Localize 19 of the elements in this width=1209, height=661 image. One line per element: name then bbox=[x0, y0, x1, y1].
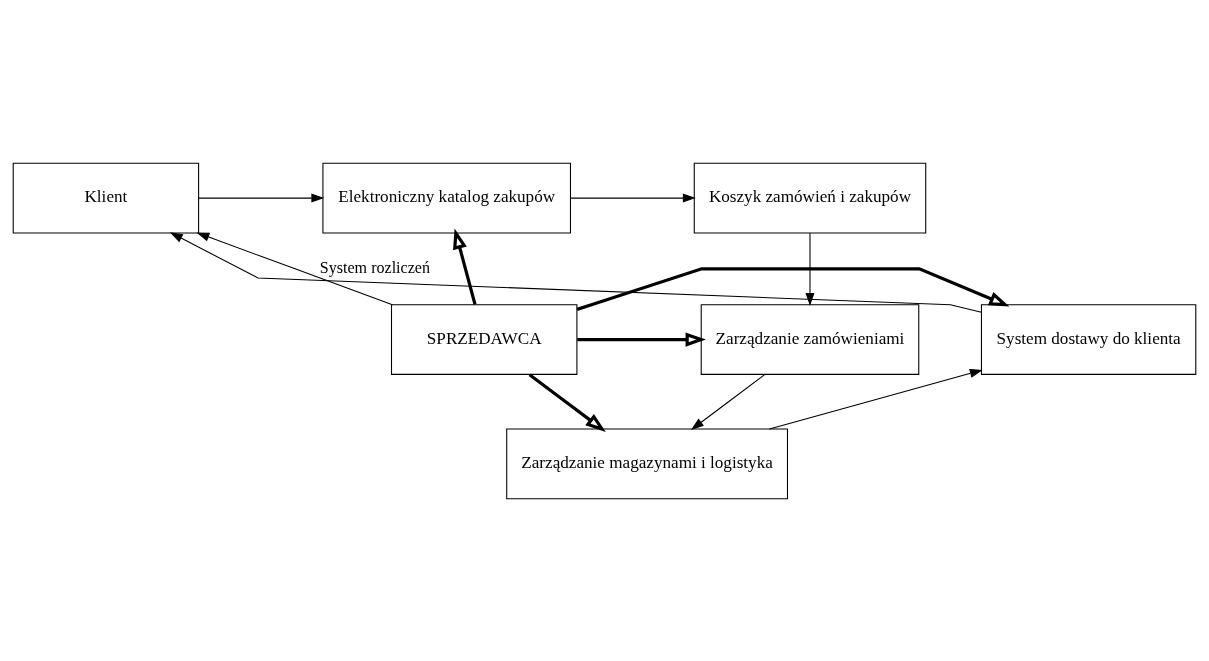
node-box: Klient bbox=[12, 162, 200, 233]
arrow bbox=[196, 232, 393, 305]
arrow bbox=[768, 368, 983, 429]
arrow bbox=[576, 266, 1010, 311]
node-box: Zarządzanie zamówieniami bbox=[700, 303, 920, 375]
edge-label: System rozliczeń bbox=[319, 258, 430, 276]
arrow bbox=[805, 232, 815, 306]
arrow bbox=[198, 193, 325, 203]
node-box: SPRZEDAWCA bbox=[390, 303, 578, 375]
node-box: Zarządzanie magazynami i logistyka bbox=[506, 428, 788, 499]
arrow bbox=[570, 193, 696, 203]
node-box: Elektroniczny katalog zakupów bbox=[322, 162, 571, 233]
node-box: Koszyk zamówień i zakupów bbox=[693, 162, 927, 233]
arrow bbox=[453, 228, 477, 305]
arrow bbox=[528, 372, 606, 432]
node-box: System dostawy do klienta bbox=[980, 303, 1197, 375]
arrow bbox=[577, 331, 706, 347]
arrow bbox=[690, 373, 766, 430]
arrow bbox=[169, 231, 982, 313]
